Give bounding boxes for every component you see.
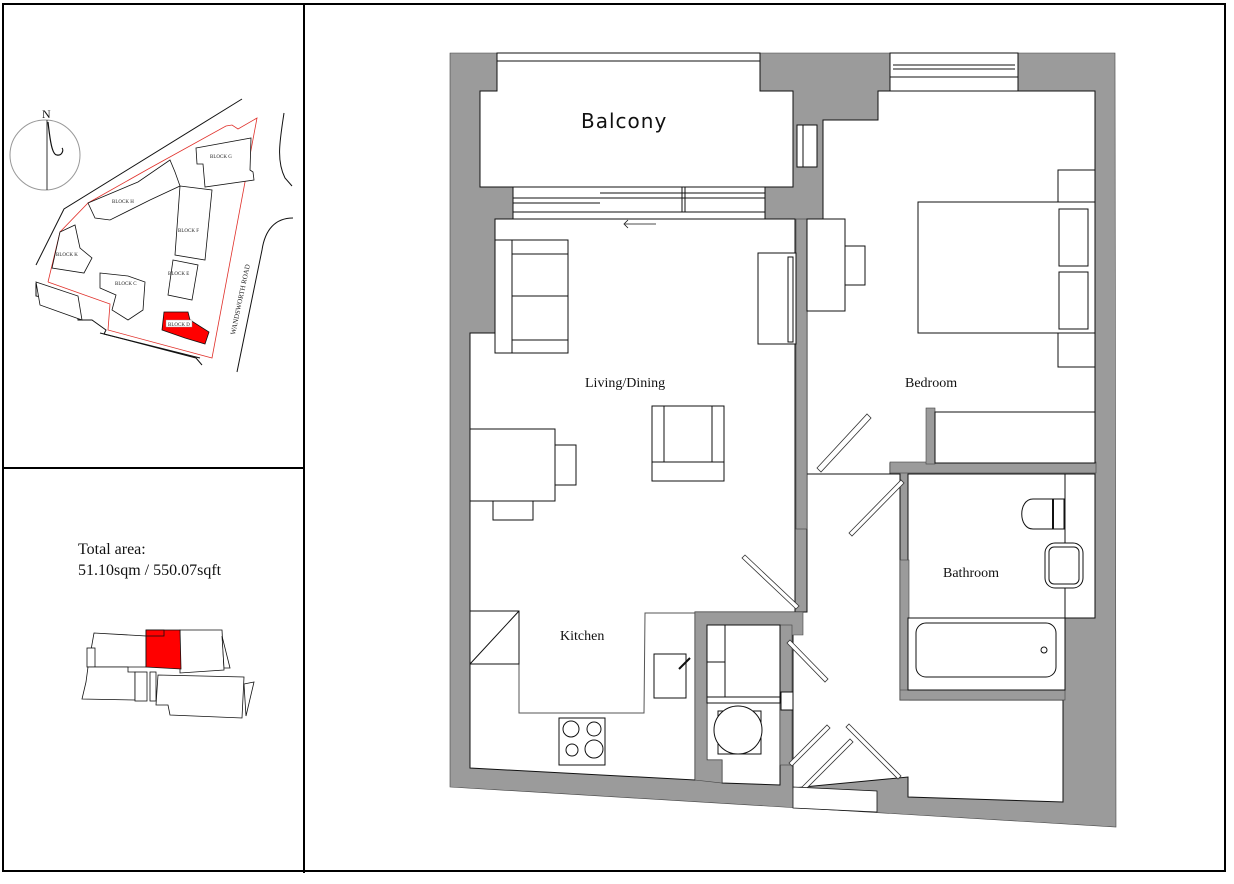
bathroom-door[interactable]	[848, 479, 905, 537]
sink-icon	[653, 653, 691, 699]
block-h-label: BLOCK H	[112, 200, 134, 205]
kitchen-label: Kitchen	[560, 629, 604, 644]
key-plan-unit	[87, 632, 147, 668]
entrance-threshold	[792, 786, 878, 813]
arrow-left-icon	[623, 219, 656, 229]
bedroom-label: Bedroom	[905, 376, 957, 391]
wardrobe-wall	[925, 407, 936, 465]
bathroom-label: Bathroom	[943, 566, 999, 581]
floor-plan: Balcony Living/Dining Bedroom Bathroom K…	[449, 52, 1117, 828]
panel-divider-vertical	[303, 3, 305, 873]
key-plan	[81, 629, 255, 719]
balcony-area	[479, 52, 794, 188]
street-curve	[279, 112, 293, 187]
bedroom-window	[889, 52, 1019, 92]
area-panel: Total area: 51.10sqm / 550.07sqft	[4, 469, 303, 871]
sofa-icon	[494, 239, 569, 354]
drawing-frame	[2, 3, 1226, 872]
key-plan-unit	[221, 635, 231, 669]
street-line	[99, 332, 201, 359]
key-plan-highlighted-unit	[145, 629, 182, 670]
site-plan-panel: N BLOCK G BLOCK H BLOCK F BLOCK E BLOCK …	[4, 5, 303, 467]
vent	[780, 691, 794, 711]
site-boundary	[47, 117, 258, 359]
washing-machine-icon	[713, 705, 763, 755]
key-plan-unit	[81, 666, 136, 701]
kitchen-area-door[interactable]	[741, 554, 800, 610]
key-plan-unit	[243, 681, 255, 717]
total-area: Total area: 51.10sqm / 550.07sqft	[78, 539, 221, 581]
bed-icon	[917, 169, 1096, 368]
block-e	[167, 259, 199, 301]
entrance-door-right[interactable]	[845, 723, 902, 780]
key-plan-unit	[155, 674, 245, 719]
neighbour-building	[35, 281, 83, 321]
wall-living-bedroom	[795, 218, 808, 530]
dining-table-icon	[469, 428, 577, 521]
block-g-label: BLOCK G	[210, 155, 232, 160]
site-plan-map: N BLOCK G BLOCK H BLOCK F BLOCK E BLOCK …	[9, 98, 294, 373]
block-c-label: BLOCK C	[115, 282, 137, 287]
balcony-railing	[496, 52, 761, 62]
bedroom-door[interactable]	[816, 413, 872, 473]
hob-icon	[558, 717, 606, 766]
total-area-title: Total area:	[78, 541, 146, 558]
kitchen-counter	[518, 612, 695, 714]
block-h	[87, 159, 181, 221]
block-d-label-bg	[165, 319, 193, 328]
basin-icon	[1044, 542, 1084, 589]
street-line	[35, 98, 243, 266]
key-plan-unit	[86, 647, 96, 668]
desk-icon	[806, 218, 866, 312]
balcony-label: Balcony	[581, 109, 667, 133]
total-area-value: 51.10sqm / 550.07sqft	[78, 562, 222, 579]
block-k-label: BLOCK K	[56, 253, 78, 258]
balcony-side-window	[796, 124, 818, 168]
fridge-icon	[469, 610, 520, 665]
road-label: WANDSWORTH ROAD	[229, 264, 252, 336]
key-plan-highlighted-unit	[145, 629, 165, 637]
toilet-icon	[1021, 498, 1065, 530]
living-dining-label: Living/Dining	[585, 376, 665, 391]
wall-bathroom-bottom	[899, 689, 1066, 701]
panel-divider-horizontal	[2, 467, 304, 469]
key-plan-unit	[149, 671, 157, 702]
wall-bedroom-bathroom	[889, 461, 1097, 474]
utility-door[interactable]	[786, 639, 829, 683]
armchair-icon	[651, 405, 725, 482]
block-d-label: BLOCK D	[168, 323, 190, 328]
block-d-highlighted	[161, 311, 210, 345]
street-curve	[236, 217, 294, 373]
wardrobe	[934, 411, 1096, 464]
block-f	[174, 185, 213, 261]
cupboard-door[interactable]	[788, 724, 831, 767]
tv-unit-icon	[757, 252, 797, 345]
floor-plan-panel: Balcony Living/Dining Bedroom Bathroom K…	[305, 5, 1226, 871]
block-e-label: BLOCK E	[168, 272, 189, 277]
bath-icon	[907, 617, 1066, 691]
block-g	[195, 137, 255, 188]
block-k	[51, 224, 93, 274]
block-f-label: BLOCK F	[178, 229, 199, 234]
key-plan-unit	[179, 629, 225, 674]
key-plan-unit	[134, 671, 148, 702]
compass-icon: N	[9, 107, 81, 191]
compass-north-label: N	[42, 107, 51, 121]
block-c	[99, 272, 146, 321]
storage-shelf	[706, 624, 781, 704]
